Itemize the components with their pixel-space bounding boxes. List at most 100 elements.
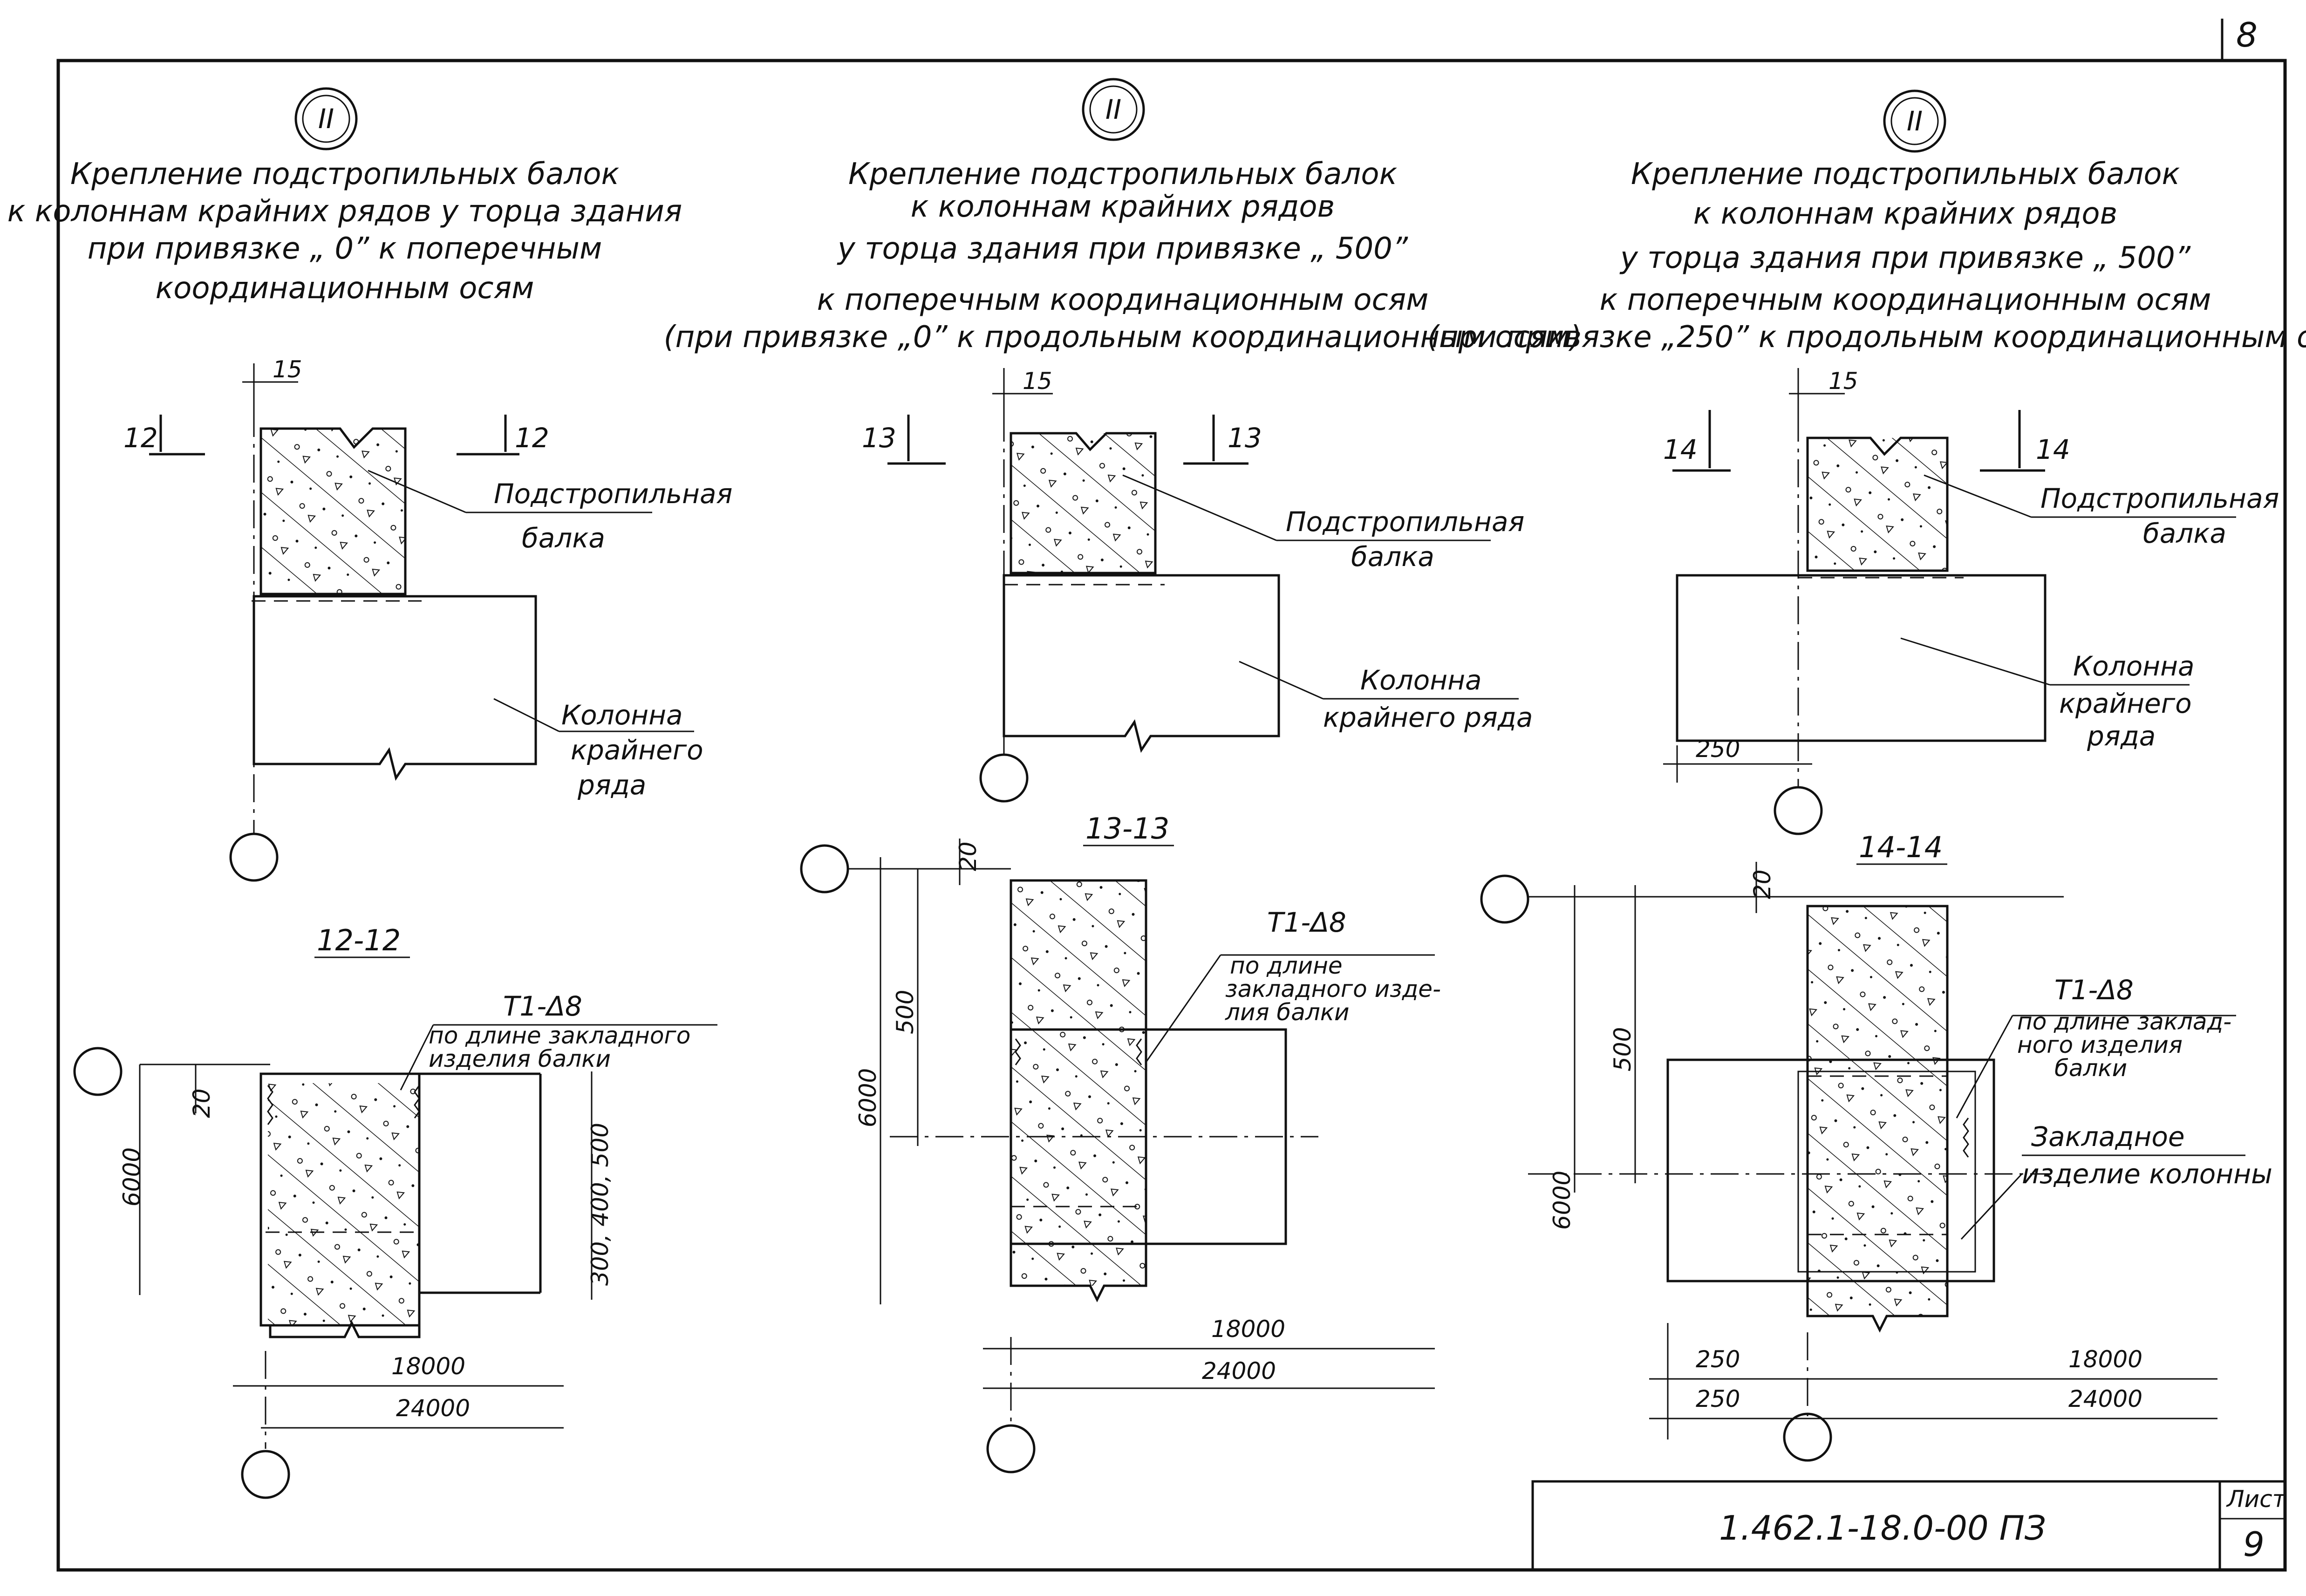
section-mark-right-label: 12 <box>515 422 549 454</box>
length-dim-label-1: 18000 <box>1211 1316 1285 1343</box>
beam-label-line-1: Подстропильная <box>494 478 732 510</box>
beam-label-line-2: балка <box>2143 518 2226 549</box>
detail-title-line-3: при привязке „ 0” к поперечным <box>88 232 602 266</box>
detail-title-line-3: у торца здания при привязке „ 500” <box>1619 241 2191 275</box>
detail-title-line-5: (при привязке „0” к продольным координац… <box>664 320 1582 355</box>
beam-leader <box>1924 474 2032 518</box>
axis-bubble-bottom <box>986 1424 1036 1473</box>
axis-bubble-top <box>800 844 849 893</box>
beam-section <box>261 429 405 594</box>
detail-marker-circle <box>294 87 358 150</box>
beam-section <box>1808 438 1947 571</box>
weld-label-line-2: по длине заклад- <box>2017 1008 2231 1035</box>
title-stamp: 1.462.1-18.0-00 ПЗ Лист 9 <box>1531 1480 2287 1571</box>
weld-label-line-1: Т1-Δ8 <box>503 990 582 1022</box>
beam-section <box>1011 880 1146 1286</box>
left-dim-label-1: 250 <box>1696 1346 1740 1373</box>
detail-title-line-3: у торца здания при привязке „ 500” <box>837 232 1408 266</box>
span-dim-label: 6000 <box>118 1147 145 1207</box>
axis-bubble <box>979 753 1029 803</box>
detail-title-line-1: Крепление подстропильных балок <box>1631 157 2180 191</box>
offset-dim-label: 500 <box>892 990 919 1034</box>
sheet-number: 9 <box>2243 1525 2265 1564</box>
gap-dim-label: 20 <box>1749 869 1776 899</box>
embed-label-line-2: изделие колонны <box>2022 1158 2272 1190</box>
axis-bubble <box>1774 786 1823 835</box>
detail-title-line-2: к колоннам крайних рядов <box>1693 197 2117 231</box>
detail-title-line-5: (при привязке „250” к продольным координ… <box>1427 320 2306 355</box>
detail-title-line-2: к колоннам крайних рядов у торца здания <box>7 194 682 229</box>
detail-marker-label: II <box>1907 105 1923 137</box>
detail-2: II Крепление подстропильных балок к коло… <box>664 78 1582 803</box>
weld-leader <box>1956 1015 2013 1119</box>
weld-symbols <box>267 1085 420 1125</box>
column-label-line-2: крайнего <box>571 734 703 766</box>
detail-title-line-4: координационным осям <box>156 271 534 306</box>
weld-leader <box>400 1024 434 1091</box>
detail-title-line-1: Крепление подстропильных балок <box>848 157 1398 191</box>
offset-dim-label: 15 <box>273 356 302 383</box>
offset-dim-label: 15 <box>1828 368 1858 395</box>
weld-label-line-3: изделия балки <box>429 1045 611 1072</box>
weld-label-line-4: лия балки <box>1225 999 1350 1026</box>
span-dim-label: 6000 <box>1549 1171 1576 1230</box>
detail-title-line-4: к поперечным координационным осям <box>817 283 1429 317</box>
length-dim-label-2: 24000 <box>2068 1385 2142 1412</box>
column-label-line-3: ряда <box>577 769 646 801</box>
length-dim-label-1: 18000 <box>2068 1346 2142 1373</box>
beam-outline <box>1010 879 1147 1303</box>
weld-symbols <box>1963 1118 1969 1158</box>
beam-outline <box>1806 437 1949 572</box>
span-dim-label: 6000 <box>854 1068 881 1127</box>
weld-label-line-1: Т1-Δ8 <box>1267 907 1346 938</box>
detail-marker-inner-circle <box>1089 85 1138 134</box>
section-mark-left-label: 14 <box>1663 434 1698 465</box>
axis-bubble-top <box>73 1047 123 1096</box>
document-code: 1.462.1-18.0-00 ПЗ <box>1719 1508 2046 1548</box>
column-label-line-2: крайнего <box>2059 688 2192 719</box>
section-14-14: 14-14 6000 500 20 Т1-Δ8 по длине заклад-… <box>1480 830 2272 1462</box>
section-12-12: 12-12 6000 20 300, 400, 500 Т1-Δ8 по дли… <box>73 923 717 1499</box>
column-outline <box>1676 574 2047 742</box>
column-outline <box>1011 1028 1287 1245</box>
weld-label-line-3: ного изделия <box>2017 1031 2183 1058</box>
weld-leader <box>1145 955 1221 1063</box>
section-title: 13-13 <box>1085 812 1169 846</box>
sheet-corner-number: 8 <box>2236 15 2258 55</box>
offset-dim-label: 500 <box>1609 1027 1636 1071</box>
beam-leader <box>1122 474 1277 541</box>
detail-title-line-1: Крепление подстропильных балок <box>70 157 620 191</box>
section-mark-right-label: 13 <box>1228 422 1262 454</box>
weld-symbols <box>1015 1038 1142 1065</box>
embed-leader <box>1960 1173 2023 1240</box>
drawing-frame <box>56 59 2287 1572</box>
column-leader <box>1239 661 1324 700</box>
axis-bubble-bottom <box>1783 1412 1832 1462</box>
axis-bubble-top <box>1480 874 1529 924</box>
beam-label-line-2: балка <box>1351 541 1434 573</box>
beam-leader <box>368 470 466 513</box>
weld-label-line-4: балки <box>2054 1055 2127 1082</box>
section-13-13: 13-13 6000 500 20 Т1-Δ8 по длине закладн… <box>800 812 1441 1473</box>
column-label-line-1: Колонна <box>2073 650 2195 682</box>
detail-title-line-2: к колоннам крайних рядов <box>911 190 1335 224</box>
detail-marker-label: II <box>318 103 334 135</box>
axis-bubble <box>229 832 279 882</box>
column-outline <box>1666 1058 1995 1282</box>
beam-label-line-1: Подстропильная <box>1286 506 1524 538</box>
detail-title-line-4: к поперечным координационным осям <box>1600 283 2211 317</box>
beam-break <box>269 1320 421 1338</box>
column-label-line-3: ряда <box>2087 720 2156 752</box>
weld-label-line-2: по длине <box>1230 952 1343 979</box>
section-mark-right-label: 14 <box>2036 434 2070 465</box>
detail-marker-label: II <box>1105 94 1121 125</box>
beam-section <box>268 1083 419 1325</box>
detail-marker-circle <box>1883 89 1946 153</box>
detail-3: II Крепление подстропильных балок к коло… <box>1427 89 2306 835</box>
length-dim-label-1: 18000 <box>391 1353 465 1380</box>
column-outline <box>252 595 537 781</box>
column-label-line-1: Колонна <box>1360 664 1482 696</box>
gap-dim-label: 20 <box>955 841 982 871</box>
gap-dim-label: 20 <box>188 1088 215 1118</box>
